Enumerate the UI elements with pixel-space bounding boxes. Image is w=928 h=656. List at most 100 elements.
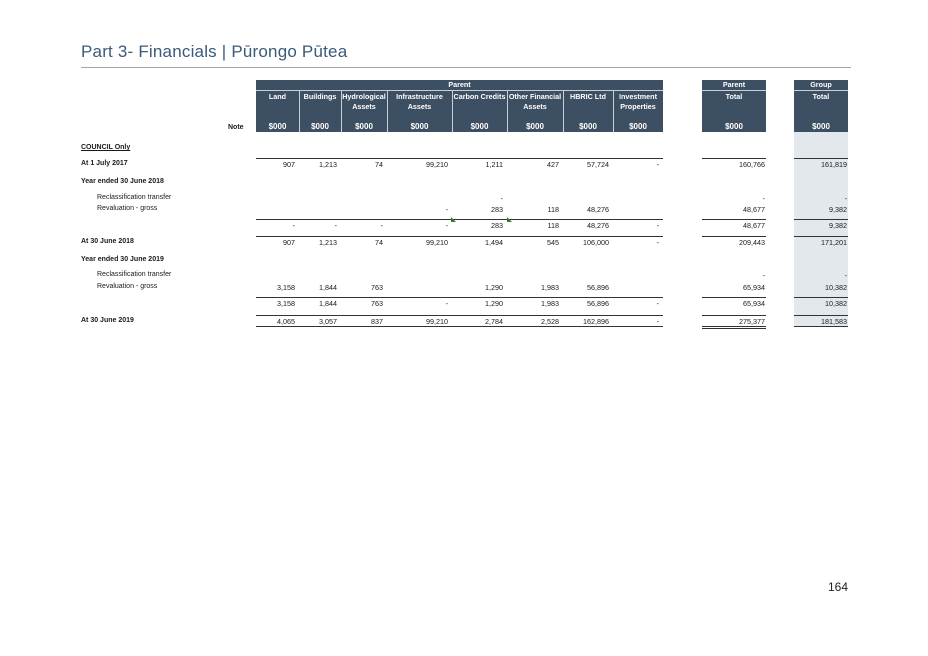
cell-at_1_july_2017-0: 907 <box>283 160 295 169</box>
cell-at_30_june_2018-0: 907 <box>283 238 295 247</box>
header-col-unit: $000 <box>629 122 647 131</box>
cell-reval_2019-1: 1,844 <box>319 283 337 292</box>
header-parent-total-unit: $000 <box>725 122 743 131</box>
cell-reval_2018-group-total: 9,382 <box>829 205 847 214</box>
cell-subtotal_2018-3: - <box>445 221 448 230</box>
cell-at_1_july_2017-6: 57,724 <box>587 160 609 169</box>
cell-at_1_july_2017-1: 1,213 <box>319 160 337 169</box>
row-label-at-30-june-2018: At 30 June 2018 <box>81 238 134 245</box>
header-col-label-1: HBRIC Ltd <box>570 92 606 101</box>
cell-subtotal_2019-group-total: 10,382 <box>825 299 847 308</box>
header-col-unit: $000 <box>268 122 287 131</box>
header-band-group: Group <box>794 80 848 91</box>
header-col-4: Carbon Credits$000 <box>452 92 507 132</box>
header-group-block: Group <box>794 80 848 132</box>
cell-subtotal_2018-1: - <box>334 221 337 230</box>
row-label-at-30-june-2019: At 30 June 2019 <box>81 317 134 324</box>
cell-at_1_july_2017-5: 427 <box>547 160 559 169</box>
row-label-reval-2018: Revaluation - gross <box>97 205 158 212</box>
row-label-reclass-2018: Reclassification transfer <box>97 194 172 201</box>
header-col-0: Land $000 <box>256 92 299 132</box>
row-rule <box>702 158 766 159</box>
cell-at_30_june_2019-0: 4,065 <box>277 317 295 326</box>
cell-at_30_june_2019-group-total: 181,583 <box>821 317 847 326</box>
cell-reval_2018-3: - <box>445 205 448 214</box>
header-col-unit: $000 <box>526 122 544 131</box>
cell-reval_2019-0: 3,158 <box>277 283 295 292</box>
cell-at_30_june_2018-2: 74 <box>375 238 383 247</box>
row-rule-double <box>702 328 766 329</box>
cell-at_1_july_2017-group-total: 161,819 <box>821 160 847 169</box>
header-col-separator <box>387 91 388 132</box>
cell-at_30_june_2018-4: 1,494 <box>485 238 503 247</box>
cell-at_30_june_2019-4: 2,784 <box>485 317 503 326</box>
header-col-separator <box>507 91 508 132</box>
row-rule <box>702 315 766 316</box>
cell-reval_2018-parent-total: 48,677 <box>743 205 765 214</box>
header-col-separator <box>613 91 614 132</box>
cell-subtotal_2019-2: 763 <box>371 299 383 308</box>
header-group-total: Total$000 <box>794 92 848 132</box>
row-rule <box>256 236 663 237</box>
cell-subtotal_2018-2: - <box>380 221 383 230</box>
header-col-separator <box>563 91 564 132</box>
header-band-parent: Parent <box>256 80 663 91</box>
cell-at_1_july_2017-parent-total: 160,766 <box>739 160 765 169</box>
header-col-6: HBRIC Ltd $000 <box>563 92 613 132</box>
cell-subtotal_2019-4: 1,290 <box>485 299 503 308</box>
cell-reval_2019-2: 763 <box>371 283 383 292</box>
cell-subtotal_2018-parent-total: 48,677 <box>743 221 765 230</box>
header-col-label-2: Assets <box>352 102 376 111</box>
header-col-label-1: Infrastructure <box>396 92 443 101</box>
row-rule <box>794 315 848 316</box>
row-rule-bottom <box>702 326 766 327</box>
header-parent-total-label: Total <box>725 92 743 101</box>
header-col-separator <box>452 91 453 132</box>
cell-reclass_2019-parent-total: - <box>762 271 765 280</box>
cell-at_30_june_2019-2: 837 <box>371 317 383 326</box>
council-only-label: COUNCIL Only <box>81 144 131 151</box>
cell-at_30_june_2019-5: 2,528 <box>541 317 559 326</box>
cell-at_30_june_2018-3: 99,210 <box>426 238 448 247</box>
title-rule <box>81 67 851 68</box>
comment-marker-icon <box>507 217 512 222</box>
header-col-label-2: Assets <box>407 102 432 111</box>
cell-subtotal_2018-group-total: 9,382 <box>829 221 847 230</box>
header-parent-block: Parent <box>256 80 663 132</box>
cell-subtotal_2019-parent-total: 65,934 <box>743 299 765 308</box>
row-rule <box>256 315 663 316</box>
header-col-unit: $000 <box>579 122 597 131</box>
row-rule <box>256 297 663 298</box>
cell-at_1_july_2017-3: 99,210 <box>426 160 448 169</box>
cell-at_1_july_2017-4: 1,211 <box>485 160 503 169</box>
cell-reval_2019-parent-total: 65,934 <box>743 283 765 292</box>
header-col-unit: $000 <box>470 122 489 131</box>
cell-subtotal_2019-3: - <box>445 299 448 308</box>
row-rule <box>702 236 766 237</box>
header-col-separator <box>341 91 342 132</box>
cell-at_30_june_2018-7: - <box>656 238 659 247</box>
cell-subtotal_2018-6: 48,276 <box>587 221 609 230</box>
cell-subtotal_2019-6: 56,896 <box>587 299 609 308</box>
header-col-label-1: Land <box>268 92 287 101</box>
cell-reval_2018-4: 283 <box>491 205 503 214</box>
cell-at_1_july_2017-2: 74 <box>375 160 383 169</box>
cell-at_30_june_2018-group-total: 171,201 <box>821 238 847 247</box>
header-col-label-1: Other Financial <box>508 92 562 101</box>
cell-at_1_july_2017-7: - <box>656 160 659 169</box>
header-col-label-1: Buildings <box>303 92 337 101</box>
row-rule <box>702 297 766 298</box>
cell-at_30_june_2019-parent-total: 275,377 <box>739 317 765 326</box>
cell-subtotal_2018-7: - <box>656 221 659 230</box>
cell-at_30_june_2018-5: 545 <box>547 238 559 247</box>
cell-subtotal_2018-5: 118 <box>547 221 559 230</box>
cell-reval_2019-4: 1,290 <box>485 283 503 292</box>
row-rule <box>702 219 766 220</box>
section-year-ended-2019: Year ended 30 June 2019 <box>81 256 164 263</box>
cell-subtotal_2019-0: 3,158 <box>277 299 295 308</box>
header-col-unit: $000 <box>355 122 373 131</box>
cell-reclass_2018-parent-total: - <box>762 194 765 203</box>
